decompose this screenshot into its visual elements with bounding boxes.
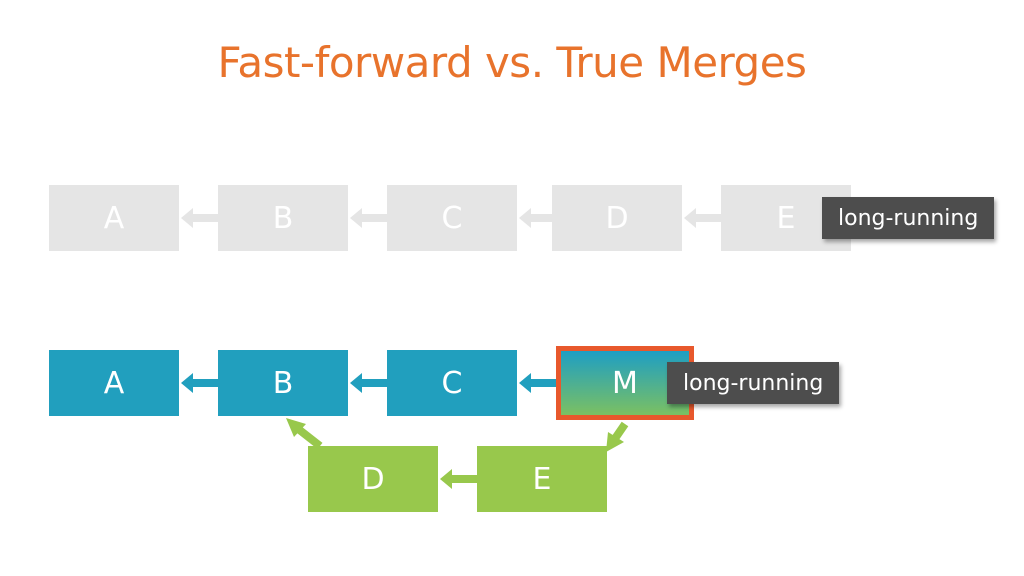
tm-arrow-d-to-b-head [286, 418, 306, 437]
tm-arrow-e-to-d [440, 469, 477, 489]
ff-arrow-e-to-d [684, 208, 721, 228]
tm-arrow-d-to-b-shaft [294, 424, 323, 450]
tm-arrow-c-to-b [350, 373, 387, 393]
tm-arrow-m-to-c [519, 373, 556, 393]
tm-commit-a: A [49, 350, 179, 416]
ff-arrow-d-to-c [519, 208, 552, 228]
ff-arrow-b-to-a [181, 208, 218, 228]
page-title: Fast-forward vs. True Merges [217, 38, 807, 87]
tm-commit-e: E [477, 446, 607, 512]
ff-arrow-c-to-b [350, 208, 387, 228]
ff-commit-b: B [218, 185, 348, 251]
ff-commit-c: C [387, 185, 517, 251]
tm-branch-label: long-running [667, 362, 840, 404]
tm-arrow-m-to-e-head [606, 432, 624, 452]
tm-arrow-b-to-a [181, 373, 218, 393]
tm-commit-b: B [218, 350, 348, 416]
ff-commit-d: D [552, 185, 682, 251]
tm-commit-d: D [308, 446, 438, 512]
tm-commit-c: C [387, 350, 517, 416]
tm-merge-commit-m: M [556, 346, 694, 420]
ff-branch-label: long-running [822, 197, 995, 239]
ff-commit-a: A [49, 185, 179, 251]
